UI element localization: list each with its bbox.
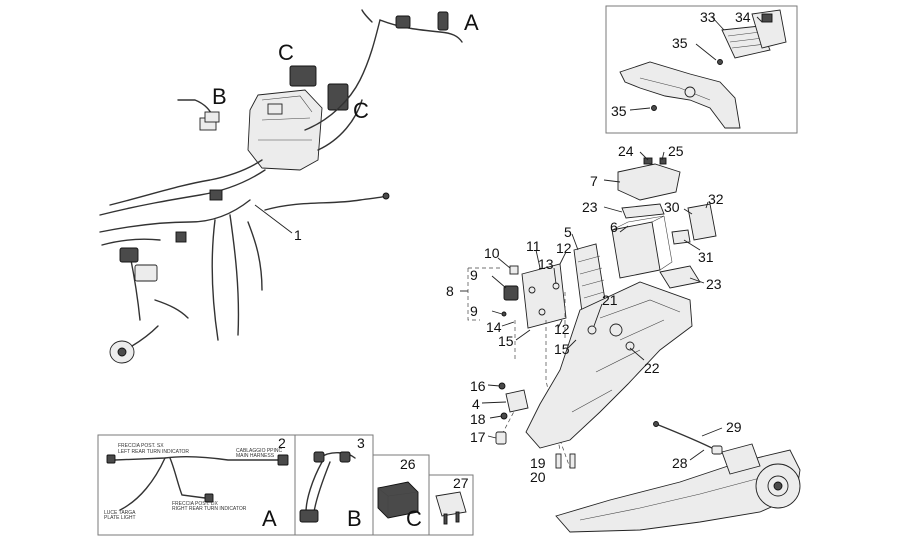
part-number-10: 10 xyxy=(484,245,500,261)
part-number-15-left: 15 xyxy=(498,333,514,349)
swingarm-assembly xyxy=(555,421,801,533)
box-d-fuse xyxy=(428,474,474,536)
part-number-8: 8 xyxy=(446,283,454,299)
box-a-text-main-harness: CABLAGGIO PPINC xyxy=(236,448,283,454)
part-number-20: 20 xyxy=(530,469,546,485)
part-number-12-upper: 12 xyxy=(556,240,572,256)
part-number-31: 31 xyxy=(698,249,714,265)
part-number-3: 3 xyxy=(357,435,365,451)
part-number-27: 27 xyxy=(453,475,469,491)
part-number-7: 7 xyxy=(590,173,598,189)
part-number-13: 13 xyxy=(538,256,554,272)
box-a-text-right-indicator: FRECCIA POST. DX xyxy=(172,501,219,507)
part-number-32: 32 xyxy=(708,191,724,207)
part-number-23-lower: 23 xyxy=(706,276,722,292)
battery-tray-assembly xyxy=(460,151,717,469)
box-c-letter: C xyxy=(406,506,422,531)
part-number-5: 5 xyxy=(564,224,572,240)
box-a-text-left-indicator-en: LEFT REAR TURN INDICATOR xyxy=(118,449,189,455)
main-wiring-harness xyxy=(99,9,463,364)
part-number-15-right: 15 xyxy=(554,341,570,357)
part-number-9-lower: 9 xyxy=(470,303,478,319)
part-number-23-upper: 23 xyxy=(582,199,598,215)
part-number-35-lower: 35 xyxy=(611,103,627,119)
part-number-19: 19 xyxy=(530,455,546,471)
label-connector-b: B xyxy=(212,84,227,109)
part-number-29: 29 xyxy=(726,419,742,435)
part-number-25: 25 xyxy=(668,143,684,159)
box-a-letter: A xyxy=(262,506,277,531)
box-b-letter: B xyxy=(347,506,362,531)
part-number-22: 22 xyxy=(644,360,660,376)
part-number-6: 6 xyxy=(610,219,618,235)
label-connector-c-top: C xyxy=(278,40,294,65)
part-number-30: 30 xyxy=(664,199,680,215)
box-a-text-right-indicator-en: RIGHT REAR TURN INDICATOR xyxy=(172,506,247,512)
part-number-35-upper: 35 xyxy=(672,35,688,51)
part-number-34: 34 xyxy=(735,9,751,25)
part-number-17: 17 xyxy=(470,429,486,445)
part-number-1: 1 xyxy=(294,227,302,243)
part-number-9-upper: 9 xyxy=(470,267,478,283)
box-a-text-left-indicator: FRECCIA POST. SX xyxy=(118,443,164,449)
part-number-16: 16 xyxy=(470,378,486,394)
part-number-14: 14 xyxy=(486,319,502,335)
part-number-24: 24 xyxy=(618,143,634,159)
part-number-28: 28 xyxy=(672,455,688,471)
label-connector-c-right: C xyxy=(353,98,369,123)
part-number-2: 2 xyxy=(278,435,286,451)
part-number-11: 11 xyxy=(526,238,541,254)
part-number-18: 18 xyxy=(470,411,486,427)
inset-ecu-bracket xyxy=(605,5,798,134)
part-number-12-lower: 12 xyxy=(554,321,570,337)
part-number-21: 21 xyxy=(602,292,618,308)
box-a-text-plate-light-en: PLATE LIGHT xyxy=(104,515,136,521)
box-a-text-plate-light: LUCE TARGA xyxy=(104,510,136,516)
box-a-text-main-harness-en: MAIN HARNESS xyxy=(236,453,275,459)
part-number-26: 26 xyxy=(400,456,416,472)
part-number-33: 33 xyxy=(700,9,716,25)
label-connector-a: A xyxy=(464,10,479,35)
part-number-4: 4 xyxy=(472,396,480,412)
